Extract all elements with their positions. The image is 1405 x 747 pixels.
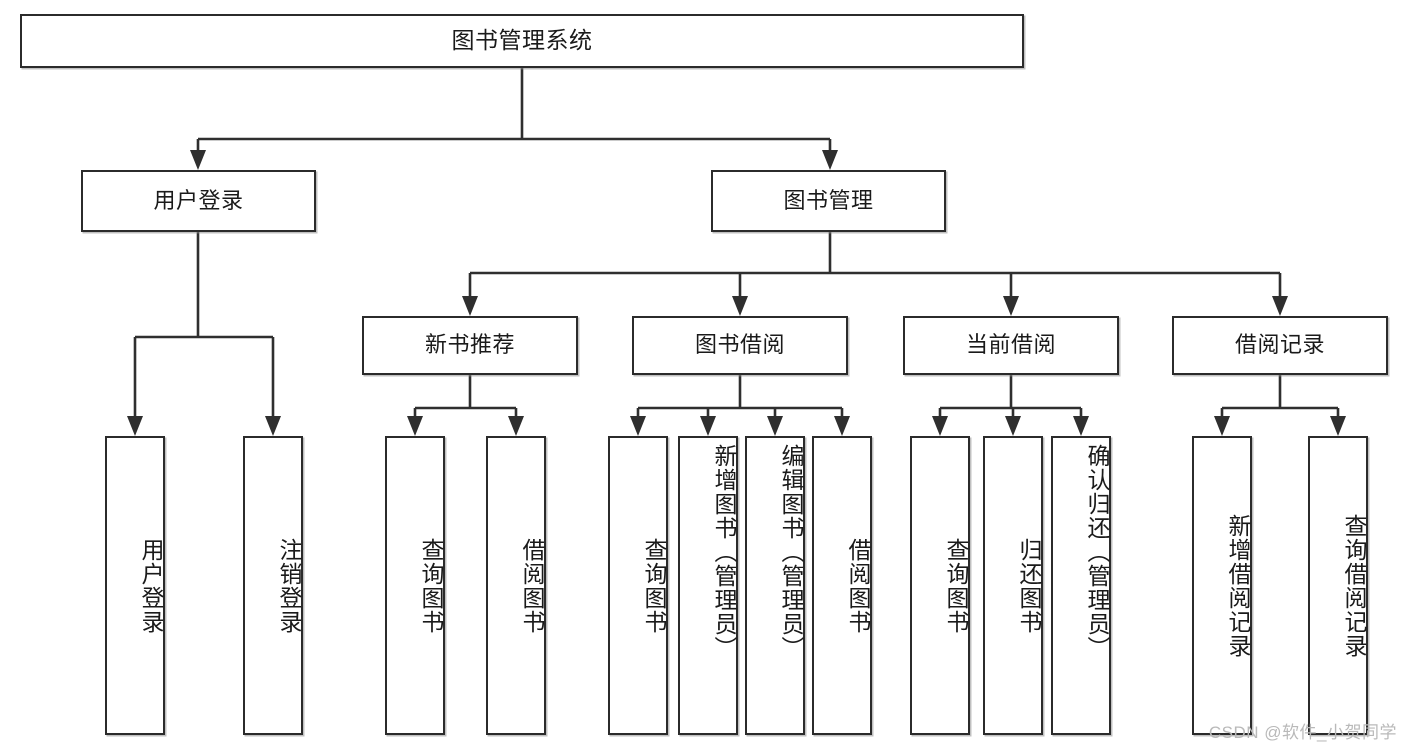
node-label: 查询图书 [641,537,667,634]
node-label: 查询图书 [418,537,444,634]
arrow-book-borrow [732,296,748,316]
node-label: 新书推荐 [424,332,515,358]
arrow-leaf-add-record [1214,416,1230,436]
node-label: 用户登录 [153,187,244,213]
node-label: 归还图书 [1016,537,1042,634]
node-label: 查询借阅记录 [1341,513,1367,658]
node-label: 借阅图书 [519,537,545,634]
arrow-leaf-query-book-2 [630,416,646,436]
node-label: 图书管理 [783,187,874,213]
node-label: 新增图书（管理员） [711,444,737,660]
node-leaf-edit-book-admin[interactable]: 编辑图书（管理员） [745,436,805,735]
node-leaf-borrow-book-1[interactable]: 借阅图书 [486,436,546,735]
node-borrow-record[interactable]: 借阅记录 [1172,316,1388,375]
node-leaf-query-book-2[interactable]: 查询图书 [608,436,668,735]
node-leaf-user-login[interactable]: 用户登录 [105,436,165,735]
arrow-user-login [190,150,206,170]
node-root-book-management-system[interactable]: 图书管理系统 [20,14,1024,68]
arrow-leaf-edit-book [767,416,783,436]
arrow-new-book-recommend [462,296,478,316]
node-label: 借阅图书 [845,537,871,634]
node-user-login[interactable]: 用户登录 [81,170,316,232]
arrow-current-borrow [1003,296,1019,316]
node-leaf-confirm-return-admin[interactable]: 确认归还（管理员） [1051,436,1111,735]
node-leaf-borrow-book-2[interactable]: 借阅图书 [812,436,872,735]
arrow-leaf-borrow-book-2 [834,416,850,436]
node-leaf-user-logout[interactable]: 注销登录 [243,436,303,735]
node-current-borrow[interactable]: 当前借阅 [903,316,1119,375]
node-label: 确认归还（管理员） [1084,444,1110,660]
node-book-manage[interactable]: 图书管理 [711,170,946,232]
arrow-leaf-borrow-book-1 [508,416,524,436]
arrow-book-manage [822,150,838,170]
arrow-leaf-query-record [1330,416,1346,436]
node-label: 编辑图书（管理员） [778,444,804,660]
node-label: 图书管理系统 [451,27,593,54]
arrow-leaf-add-book [700,416,716,436]
node-label: 新增借阅记录 [1225,513,1251,658]
node-book-borrow[interactable]: 图书借阅 [632,316,848,375]
node-label: 当前借阅 [965,332,1056,358]
arrow-leaf-user-logout [265,416,281,436]
arrow-leaf-confirm-return [1073,416,1089,436]
arrow-leaf-query-book-1 [407,416,423,436]
arrow-borrow-record [1272,296,1288,316]
node-label: 图书借阅 [694,332,785,358]
node-label: 注销登录 [276,537,302,634]
node-label: 借阅记录 [1234,332,1325,358]
arrow-leaf-return-book [1005,416,1021,436]
node-leaf-add-borrow-record[interactable]: 新增借阅记录 [1192,436,1252,735]
node-label: 查询图书 [943,537,969,634]
node-leaf-query-borrow-record[interactable]: 查询借阅记录 [1308,436,1368,735]
node-leaf-query-book-1[interactable]: 查询图书 [385,436,445,735]
node-new-book-recommend[interactable]: 新书推荐 [362,316,578,375]
node-leaf-query-book-3[interactable]: 查询图书 [910,436,970,735]
node-leaf-add-book-admin[interactable]: 新增图书（管理员） [678,436,738,735]
node-leaf-return-book[interactable]: 归还图书 [983,436,1043,735]
arrow-leaf-query-book-3 [932,416,948,436]
node-label: 用户登录 [138,537,164,634]
arrow-leaf-user-login [127,416,143,436]
